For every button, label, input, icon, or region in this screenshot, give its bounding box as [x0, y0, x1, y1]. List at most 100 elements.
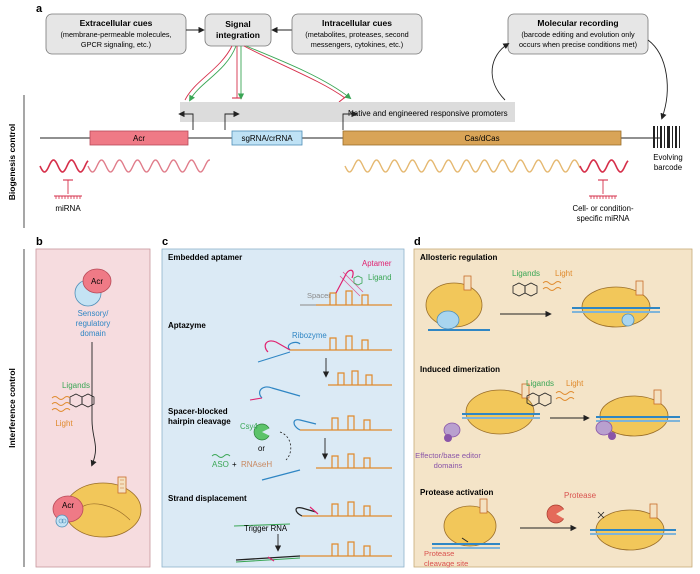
aptazyme-rna-bottom — [249, 370, 392, 401]
allosteric-title: Allosteric regulation — [420, 253, 497, 262]
light-icon-d1 — [542, 281, 562, 291]
acr-mirna-target-wave — [39, 159, 89, 173]
cas-mirna-target-wave — [579, 159, 629, 173]
aptazyme-rna-top — [257, 335, 392, 363]
effector-line2: domains — [434, 461, 463, 470]
gene-acr: Acr — [89, 130, 189, 146]
embedded-aptamer-rna — [300, 269, 392, 306]
ligand-icon-d1 — [512, 282, 538, 297]
intracellular-cues-box: Intracellular cues (metabolites, proteas… — [291, 13, 423, 55]
cleavage-line2: cleavage site — [424, 559, 468, 568]
recording-in-arrow — [491, 43, 510, 101]
light2-label: Light — [566, 379, 584, 388]
specific-mirna-line1: Cell- or condition- — [572, 204, 634, 213]
signal-line1: Signal — [225, 19, 251, 29]
recording-line1: (barcode editing and evolution only — [521, 30, 635, 39]
recording-title: Molecular recording — [537, 18, 618, 28]
gene-acr-label: Acr — [133, 134, 145, 143]
csy4-label: Csy4 — [240, 422, 258, 431]
panel-d-letter: d — [414, 236, 421, 248]
extracellular-title: Extracellular cues — [80, 18, 153, 28]
aptazyme-title: Aptazyme — [168, 321, 206, 330]
panel-b-arrow — [90, 342, 97, 467]
mirna-label: miRNA — [55, 204, 81, 213]
protease-icon — [546, 504, 566, 524]
panel-d: d Allosteric regulation Ligands Light — [413, 236, 693, 568]
recording-line2: occurs when precise conditions met) — [519, 40, 637, 49]
recording-out-arrow — [647, 39, 668, 120]
gene-cas-label: Cas/dCas — [464, 134, 499, 143]
barcode-line1: Evolving — [653, 153, 682, 162]
ligand-icon — [69, 393, 95, 408]
strand-rna-top — [295, 501, 392, 517]
trigger-rna-strand — [233, 523, 291, 527]
acr-protein-top: Acr — [74, 268, 112, 307]
or-label: or — [258, 444, 265, 453]
gene-cas: Cas/dCas — [342, 130, 622, 146]
panel-b-letter: b — [36, 236, 43, 248]
panel-c-letter: c — [162, 236, 168, 248]
hairpin-rna-top — [293, 415, 392, 431]
cas-protease-inactive — [432, 498, 500, 549]
acr-mrna-wave — [87, 159, 210, 173]
cas-dimer-active — [595, 389, 680, 440]
extracellular-line2: GPCR signaling, etc.) — [81, 40, 151, 49]
rnaseh-label: RNAseH — [241, 460, 272, 469]
intracellular-line2: messengers, cytokines, etc.) — [311, 40, 403, 49]
protease-label: Protease — [564, 491, 597, 500]
cas-split-1 — [443, 383, 540, 442]
panel-b-ligands: Ligands — [62, 381, 90, 390]
panel-a: a Extracellular cues (membrane-permeable… — [7, 3, 683, 228]
signal-to-promoter-arrows — [184, 45, 352, 103]
cleavage-line1: Protease — [424, 549, 454, 558]
cas-protease-active — [590, 503, 676, 551]
cas-active-1 — [572, 280, 660, 328]
effector-line1: Effector/base editor — [415, 451, 481, 460]
sensory-line3: domain — [80, 329, 106, 338]
cas-inactive-1 — [425, 275, 490, 331]
panel-b: b Acr Sensory/ regulatory domain Ligands… — [35, 236, 151, 568]
barcode: Evolving barcode — [653, 126, 683, 172]
signal-integration-box: Signal integration — [204, 13, 272, 47]
panel-c: c Embedded aptamer Aptamer Ligand Spacer… — [161, 236, 405, 568]
aso-label: ASO — [212, 460, 229, 469]
ligands1-label: Ligands — [512, 269, 540, 278]
molecular-recording-box: Molecular recording (barcode editing and… — [507, 13, 649, 55]
extracellular-line1: (membrane-permeable molecules, — [60, 30, 171, 39]
mirna-right: Cell- or condition- specific miRNA — [572, 179, 634, 223]
specific-mirna-line2: specific miRNA — [577, 214, 631, 223]
panel-b-light: Light — [55, 419, 73, 428]
acr-top-label: Acr — [91, 277, 103, 286]
panel-a-letter: a — [36, 3, 43, 15]
ribozyme-label: Ribozyme — [292, 331, 327, 340]
light-icon — [51, 396, 71, 412]
strand-displacement-title: Strand displacement — [168, 494, 247, 503]
extracellular-cues-box: Extracellular cues (membrane-permeable m… — [45, 13, 187, 55]
dimerization-title: Induced dimerization — [420, 365, 500, 374]
acr-bottom-label: Acr — [62, 501, 74, 510]
promoter-label: Native and engineered responsive promote… — [348, 109, 508, 118]
ligands2-label: Ligands — [526, 379, 554, 388]
ligand-icon-c — [353, 275, 363, 286]
gene-sgrna-label: sgRNA/crRNA — [241, 134, 293, 143]
barcode-line2: barcode — [654, 163, 682, 172]
cas-mrna-wave — [344, 159, 581, 173]
trigger-rna-label: Trigger RNA — [244, 524, 288, 533]
cas-acr-complex: Acr — [52, 476, 142, 538]
hairpin-title-line2: hairpin cleavage — [168, 417, 231, 426]
light-icon-d2 — [555, 391, 575, 401]
sensory-line2: regulatory — [76, 319, 111, 328]
hairpin-title-line1: Spacer-blocked — [168, 407, 228, 416]
gene-sgrna: sgRNA/crRNA — [231, 130, 303, 146]
strand-rna-bottom — [235, 541, 392, 563]
promoter-band — [180, 102, 515, 122]
biogenesis-side-label: Biogenesis control — [7, 124, 17, 201]
mirna-left: miRNA — [54, 179, 82, 213]
csy4-icon — [253, 423, 272, 441]
plus-label: + — [232, 460, 237, 469]
hairpin-rna-bottom — [261, 453, 392, 481]
intracellular-line1: (metabolites, proteases, second — [305, 30, 408, 39]
ligand-label-c: Ligand — [368, 273, 391, 282]
ligand-icon-d2 — [526, 392, 552, 407]
